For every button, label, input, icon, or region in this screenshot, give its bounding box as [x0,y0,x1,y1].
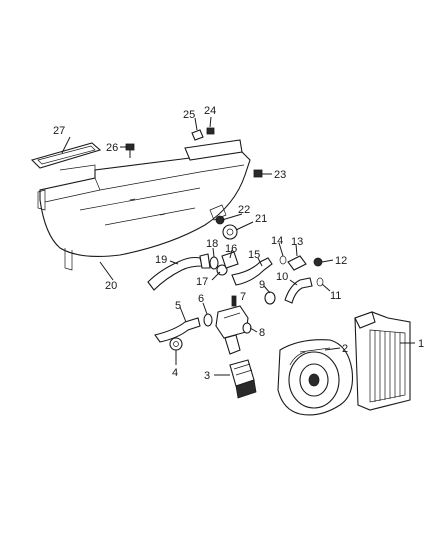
callout-15: 15 [248,249,260,261]
callout-6: 6 [198,293,204,305]
callout-22: 22 [238,204,250,216]
part-12-bolt [313,257,323,267]
callout-labels: 1 2 3 4 5 6 7 8 9 10 11 12 13 14 15 16 1… [53,105,424,382]
valve-bracket [224,334,241,355]
part-15-hose [231,257,273,286]
part-26-screw [125,143,135,158]
callout-11: 11 [330,290,341,302]
callout-4: 4 [172,367,178,379]
callout-12: 12 [335,255,347,267]
part-16-connector [221,251,239,269]
part-24-clip [206,127,215,135]
part-25-clip [191,129,204,141]
part-19-hose [147,253,211,291]
callout-18: 18 [206,238,218,250]
part-8-clamp [242,322,252,334]
callout-23: 23 [274,169,286,181]
part-7-valve [215,295,249,339]
callout-1: 1 [418,338,424,350]
part-10-hose [284,277,313,304]
callout-7: 7 [240,291,246,303]
callout-21: 21 [255,213,267,225]
callout-13: 13 [291,236,303,248]
callout-10: 10 [276,271,288,283]
callout-14: 14 [271,235,283,247]
callout-16: 16 [225,243,237,255]
part-22-bolt [215,215,225,225]
callout-19: 19 [155,254,167,266]
callout-20: 20 [105,280,117,292]
callout-2: 2 [342,343,348,355]
part-5-hose [154,317,201,343]
part-18-clamp [209,256,219,270]
part-3-module [229,359,257,399]
callout-8: 8 [259,327,265,339]
callout-26: 26 [106,142,118,154]
part-21-grommet [222,224,238,240]
callout-25: 25 [183,109,195,121]
part-27-gasket [30,142,102,169]
callout-5: 5 [175,300,181,312]
callout-17: 17 [196,276,208,288]
callout-9: 9 [259,279,265,291]
part-23-screw [253,169,263,178]
leader-lines [61,116,415,376]
callout-24: 24 [204,105,216,117]
part-6-clamp [203,313,213,327]
part-20-housing [37,139,251,271]
part-14-oring [279,255,287,265]
part-13-bracket [287,255,307,271]
part-11-oring [316,277,324,287]
part-1-heater-core [354,311,411,411]
callout-3: 3 [204,370,210,382]
part-4-cap [169,337,183,351]
part-2-blower-motor [277,339,354,416]
callout-27: 27 [53,125,65,137]
part-9-clamp [264,291,276,305]
